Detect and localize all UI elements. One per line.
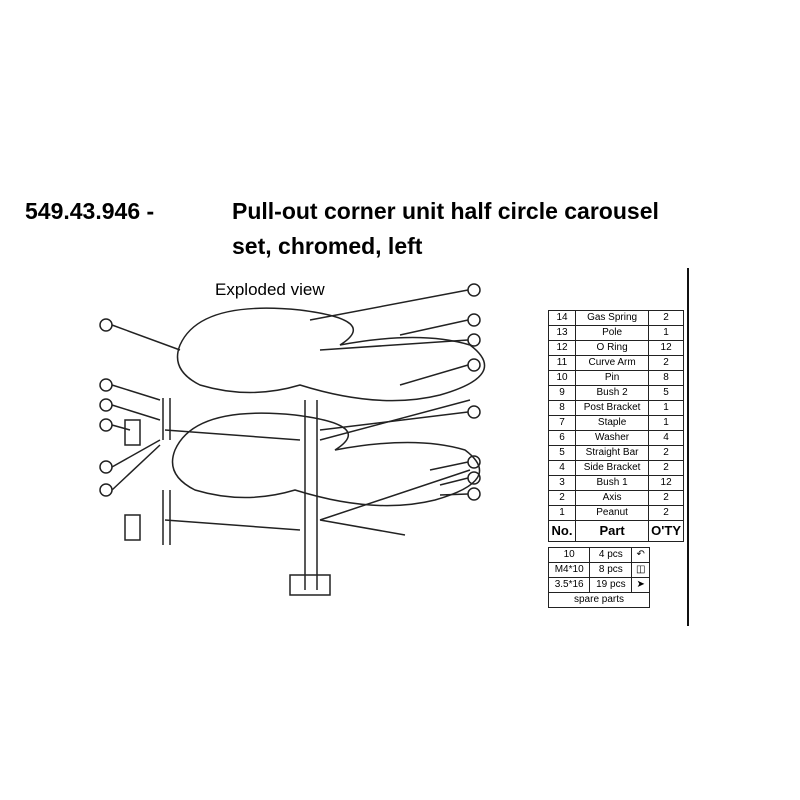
table-cell: Pin [574,370,650,386]
table-cell: 4 [648,430,684,446]
table-cell: Side Bracket [574,460,650,476]
table-cell: 1 [648,325,684,341]
table-cell: 2 [648,460,684,476]
table-cell: spare parts [548,592,650,608]
axis-parts [162,398,171,545]
arms [164,399,471,536]
table-cell: Axis [574,490,650,506]
table-cell: 3.5*16 [547,577,591,593]
table-cell: O'TY [648,520,684,542]
table-cell: 8 pcs [589,562,633,578]
table-cell: Bush 1 [574,475,650,491]
table-cell: 5 [648,385,684,401]
table-cell: 10 [547,547,591,563]
base-plate [289,574,331,596]
table-cell: 11 [548,355,576,371]
table-cell: 1 [548,505,576,521]
table-cell: 2 [548,490,576,506]
exploded-view-label: Exploded view [215,280,325,299]
callouts [99,283,481,501]
table-cell: 12 [548,340,576,356]
table-cell: Bush 2 [574,385,650,401]
table-cell: Staple [574,415,650,431]
side-brackets [124,419,141,541]
table-cell: Washer [574,430,650,446]
bolt-icon: ◫ [631,562,650,578]
table-cell: 13 [548,325,576,341]
divider-line [687,268,689,626]
table-cell: 4 [548,460,576,476]
table-cell: 7 [548,415,576,431]
table-cell: O Ring [574,340,650,356]
table-cell: 1 [648,400,684,416]
table-cell: 1 [648,415,684,431]
table-cell: 8 [548,400,576,416]
product-title-line1: Pull-out corner unit half circle carouse… [232,198,659,224]
table-cell: 19 pcs [589,577,633,593]
table-cell: Curve Arm [574,355,650,371]
table-cell: Straight Bar [574,445,650,461]
table-cell: M4*10 [547,562,591,578]
table-cell: 12 [648,475,684,491]
table-row: spare parts [548,592,650,608]
table-cell: 2 [648,445,684,461]
screw-icon: ➤ [631,577,650,593]
table-cell: 5 [548,445,576,461]
upper-tray [176,307,486,402]
table-cell: 2 [648,310,684,326]
table-cell: Peanut [574,505,650,521]
table-cell: Pole [574,325,650,341]
table-cell: Post Bracket [574,400,650,416]
table-cell: 9 [548,385,576,401]
table-cell: 12 [648,340,684,356]
hook-icon: ↶ [631,547,650,563]
table-cell: 3 [548,475,576,491]
table-cell: 8 [648,370,684,386]
table-cell: 4 pcs [589,547,633,563]
table-cell: 6 [548,430,576,446]
table-cell: 14 [548,310,576,326]
table-cell: Part [574,520,650,542]
table-cell: 2 [648,490,684,506]
pole [304,400,318,590]
lower-tray [171,412,481,507]
table-cell: 2 [648,505,684,521]
product-code: 549.43.946 - [25,198,155,224]
table-cell: Gas Spring [574,310,650,326]
table-cell: 10 [548,370,576,386]
table-cell: 2 [648,355,684,371]
product-title-line2: set, chromed, left [232,233,423,259]
table-cell: No. [548,520,576,542]
